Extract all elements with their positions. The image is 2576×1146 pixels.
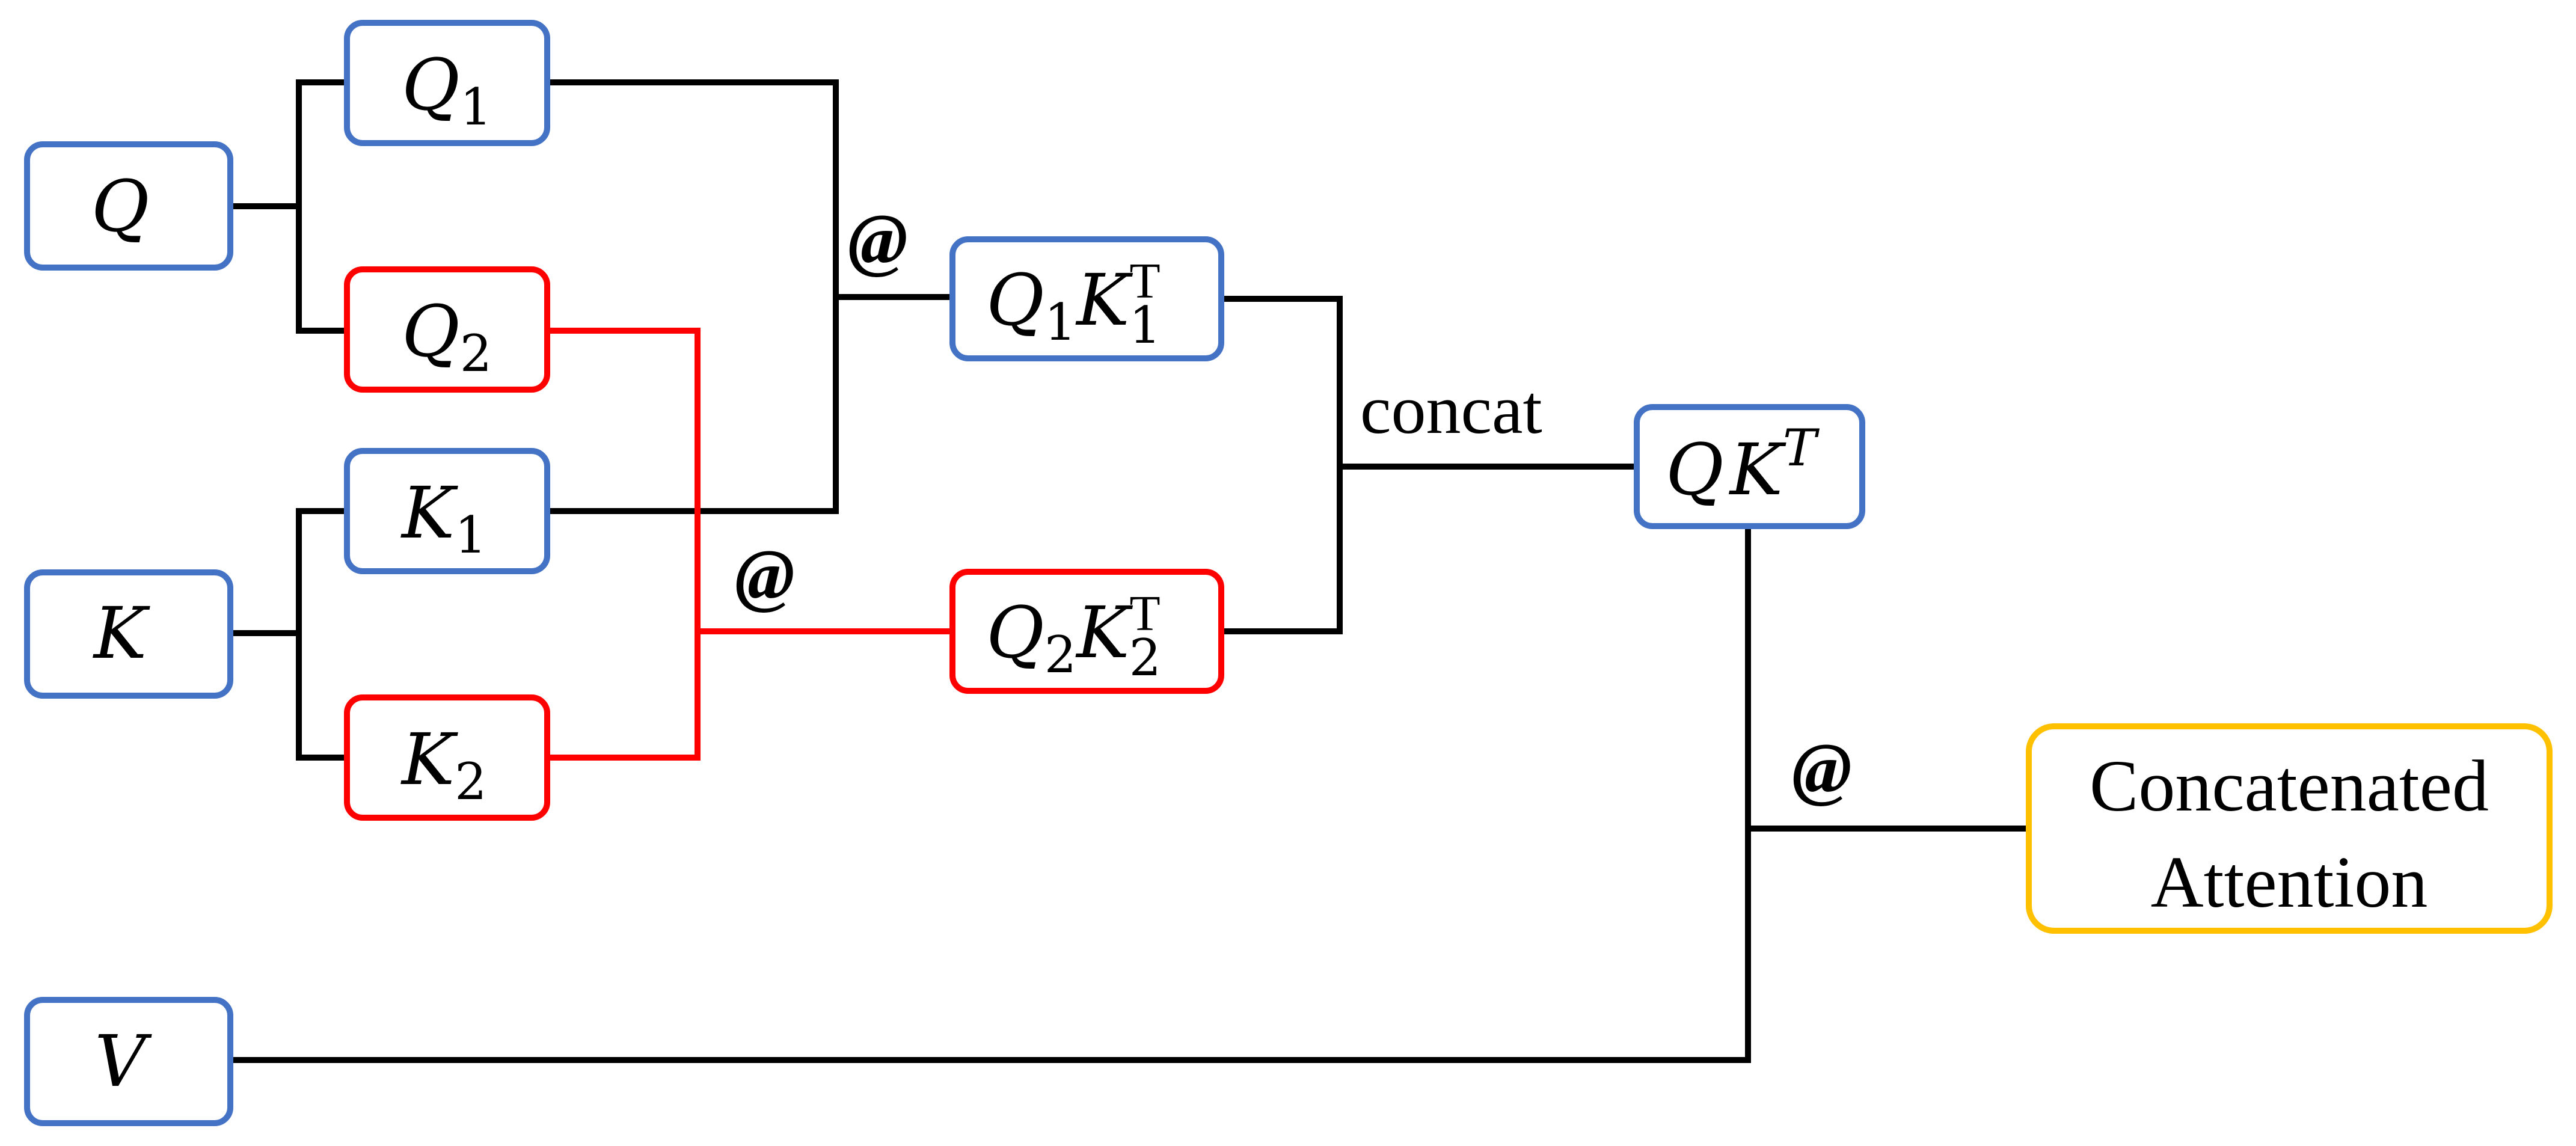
node-k1: K1 — [344, 448, 550, 574]
matmul-operator-3: @ — [1792, 728, 1852, 808]
q2k2t-k: K — [1075, 591, 1133, 674]
node-q2: Q2 — [344, 266, 550, 393]
wire-q2-k2-matmul — [547, 328, 701, 761]
q1-symbol: Q — [402, 43, 460, 126]
qkt-q: Q — [1666, 428, 1724, 511]
q1k1t-k: K — [1075, 259, 1133, 342]
q2-symbol: Q — [402, 290, 460, 373]
k2-label: K2 — [400, 718, 487, 811]
matmul-operator-2: @ — [735, 535, 795, 614]
q2k2t-k-sub: 2 — [1129, 628, 1161, 687]
black-connectors — [230, 79, 2029, 1063]
k2-subscript: 2 — [455, 752, 486, 811]
k1-symbol: K — [400, 471, 458, 554]
k-label: K — [93, 592, 150, 675]
k1-subscript: 1 — [455, 506, 486, 565]
q2-label: Q2 — [402, 290, 492, 383]
v-label: V — [94, 1020, 152, 1103]
qkt-label: QKT — [1666, 418, 1820, 511]
node-k: K — [24, 569, 233, 699]
k1-label: K1 — [400, 471, 487, 565]
wire-qkt-down — [230, 524, 1751, 1063]
wire-q-fork — [296, 79, 348, 334]
q1k1t-q: Q — [986, 259, 1044, 342]
q1k1t-q-sub: 1 — [1044, 293, 1076, 352]
wire-k-fork — [296, 508, 348, 761]
q2-subscript: 2 — [460, 324, 492, 383]
node-v: V — [24, 997, 233, 1126]
node-q1: Q1 — [344, 20, 550, 146]
node-q: Q — [24, 141, 233, 271]
q2k2t-q: Q — [986, 591, 1044, 674]
wire-q1-k1-matmul — [547, 79, 839, 514]
output-line-1: Concatenated — [2090, 746, 2489, 827]
wire-concat-branch — [1221, 296, 1343, 634]
node-output: Concatenated Attention — [2026, 723, 2553, 934]
q2k2t-q-sub: 2 — [1044, 625, 1076, 684]
q2k2t-sup: T — [1129, 586, 1160, 642]
matmul-operator-1: @ — [848, 199, 908, 279]
q1-subscript: 1 — [460, 78, 492, 136]
q1-label: Q1 — [402, 43, 492, 136]
node-k2: K2 — [344, 694, 550, 821]
node-qkt: QKT — [1634, 404, 1865, 529]
q-label: Q — [91, 165, 150, 248]
output-line-2: Attention — [2151, 842, 2428, 923]
q1k1t-sup: T — [1129, 253, 1160, 309]
qkt-k: K — [1729, 428, 1786, 511]
qkt-sup: T — [1783, 418, 1820, 477]
concat-label: concat — [1360, 372, 1542, 449]
k2-symbol: K — [400, 718, 458, 801]
q1k1t-k-sub: 1 — [1129, 296, 1161, 355]
red-connectors — [547, 328, 953, 761]
